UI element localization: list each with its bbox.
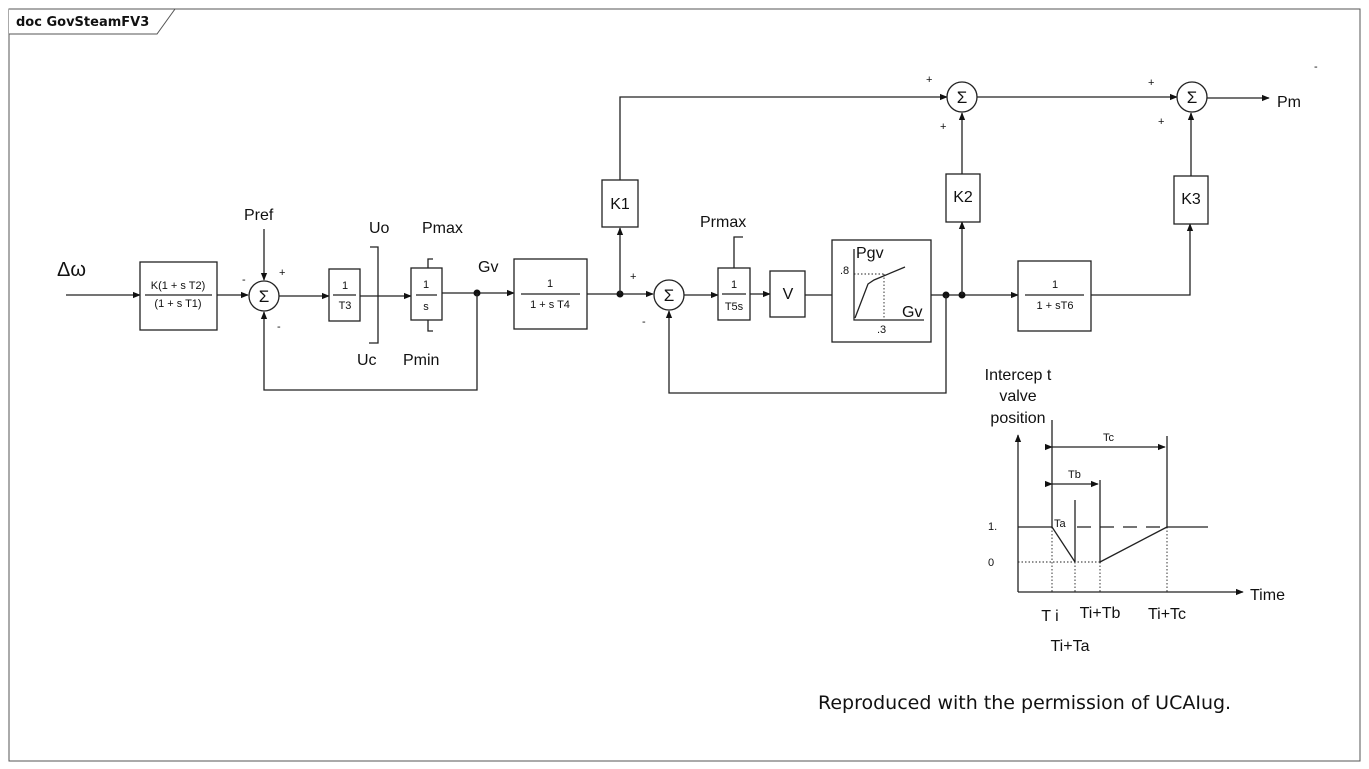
- pgv-y-tick: .8: [840, 265, 849, 277]
- pgv-x-tick: .3: [877, 324, 886, 336]
- svg-text:s: s: [423, 301, 429, 313]
- svg-text:V: V: [783, 286, 794, 303]
- intercept-y-tick-0: 0: [988, 557, 994, 569]
- svg-text:Σ: Σ: [664, 286, 675, 305]
- valve-trace-reopen: [1099, 526, 1168, 563]
- intercept-y-tick-1: 1.: [988, 521, 997, 533]
- gv-feedback-wire: [260, 293, 478, 391]
- corner-mark: -: [1314, 61, 1318, 73]
- frame-title-tab: [9, 8, 176, 35]
- ta-label: Ta: [1054, 518, 1067, 530]
- lead-lag-block: [139, 261, 218, 331]
- summer-4-plus-left: +: [1148, 77, 1154, 89]
- pgv-axis-label: Gv: [902, 304, 922, 321]
- svg-text:1: 1: [342, 280, 348, 292]
- valve-feedback-wire: [665, 295, 947, 394]
- tc-label: Tc: [1103, 432, 1115, 444]
- frame-border: [8, 8, 1361, 762]
- prmax-label: Prmax: [700, 214, 746, 231]
- svg-text:Σ: Σ: [1187, 88, 1198, 107]
- svg-text:1 + sT6: 1 + sT6: [1037, 300, 1074, 312]
- svg-text:T5s: T5s: [725, 301, 744, 313]
- svg-text:1 + s T4: 1 + s T4: [530, 299, 570, 311]
- valve-trace-close: [1051, 526, 1076, 563]
- x-tick-ti-ta: Ti+Ta: [1051, 638, 1090, 655]
- svg-text:Σ: Σ: [259, 287, 270, 306]
- credit-note: Reproduced with the permission of UCAIug…: [818, 692, 1231, 714]
- intercept-x-axis-label: Time: [1250, 587, 1285, 604]
- lead-lag-numerator: K(1 + s T2): [151, 280, 206, 292]
- svg-text:1: 1: [547, 278, 553, 290]
- delta-omega-label: Δω: [57, 259, 86, 281]
- pref-label: Pref: [244, 207, 274, 224]
- summer-2-minus: -: [642, 316, 646, 328]
- pgv-curve: [854, 266, 906, 319]
- summer-4-plus-bottom: +: [1158, 116, 1164, 128]
- k1-block: [601, 179, 639, 228]
- rate-limiter-bracket: [369, 246, 379, 344]
- summer-4: [1176, 81, 1208, 113]
- intercept-title-line-3: position: [990, 410, 1045, 427]
- k1-output-wire: [619, 93, 948, 180]
- svg-text:1: 1: [423, 279, 429, 291]
- summer-3-plus-left: +: [926, 74, 932, 86]
- x-tick-ti-tb: Ti+Tb: [1080, 605, 1121, 622]
- pm-output-label: Pm: [1277, 94, 1301, 111]
- summer-1-minus-bottom: -: [277, 321, 281, 333]
- intercept-title-line-1: Intercep t: [985, 367, 1052, 384]
- lead-lag-denominator: (1 + s T1): [154, 298, 201, 310]
- pgv-curve-block: [831, 239, 932, 343]
- frame-title: doc GovSteamFV3: [16, 15, 149, 30]
- svg-text:K2: K2: [953, 189, 973, 206]
- summer-3-plus-bottom: +: [940, 121, 946, 133]
- x-tick-ti: T i: [1041, 608, 1058, 625]
- uc-label: Uc: [357, 352, 377, 369]
- t6-block: [1017, 260, 1092, 332]
- k2-block: [945, 173, 981, 223]
- gv-label: Gv: [478, 259, 498, 276]
- v-block: [769, 270, 806, 318]
- intercept-title-line-2: valve: [999, 388, 1036, 405]
- summer-2-plus: +: [630, 271, 636, 283]
- svg-text:K3: K3: [1181, 191, 1201, 208]
- svg-text:1: 1: [1052, 279, 1058, 291]
- svg-text:T3: T3: [339, 300, 352, 312]
- svg-text:1: 1: [731, 279, 737, 291]
- x-tick-ti-tc: Ti+Tc: [1148, 606, 1186, 623]
- summer-1-plus-top: +: [279, 267, 285, 279]
- svg-text:K1: K1: [610, 196, 630, 213]
- summer-1-minus-left: -: [242, 274, 246, 286]
- pmin-label: Pmin: [403, 352, 439, 369]
- tb-label: Tb: [1068, 469, 1081, 481]
- pmax-label: Pmax: [422, 220, 463, 237]
- svg-text:Σ: Σ: [957, 88, 968, 107]
- pgv-title: Pgv: [856, 245, 884, 262]
- pgv-axes: [853, 249, 924, 321]
- uo-label: Uo: [369, 220, 390, 237]
- integrator-block: [410, 267, 443, 321]
